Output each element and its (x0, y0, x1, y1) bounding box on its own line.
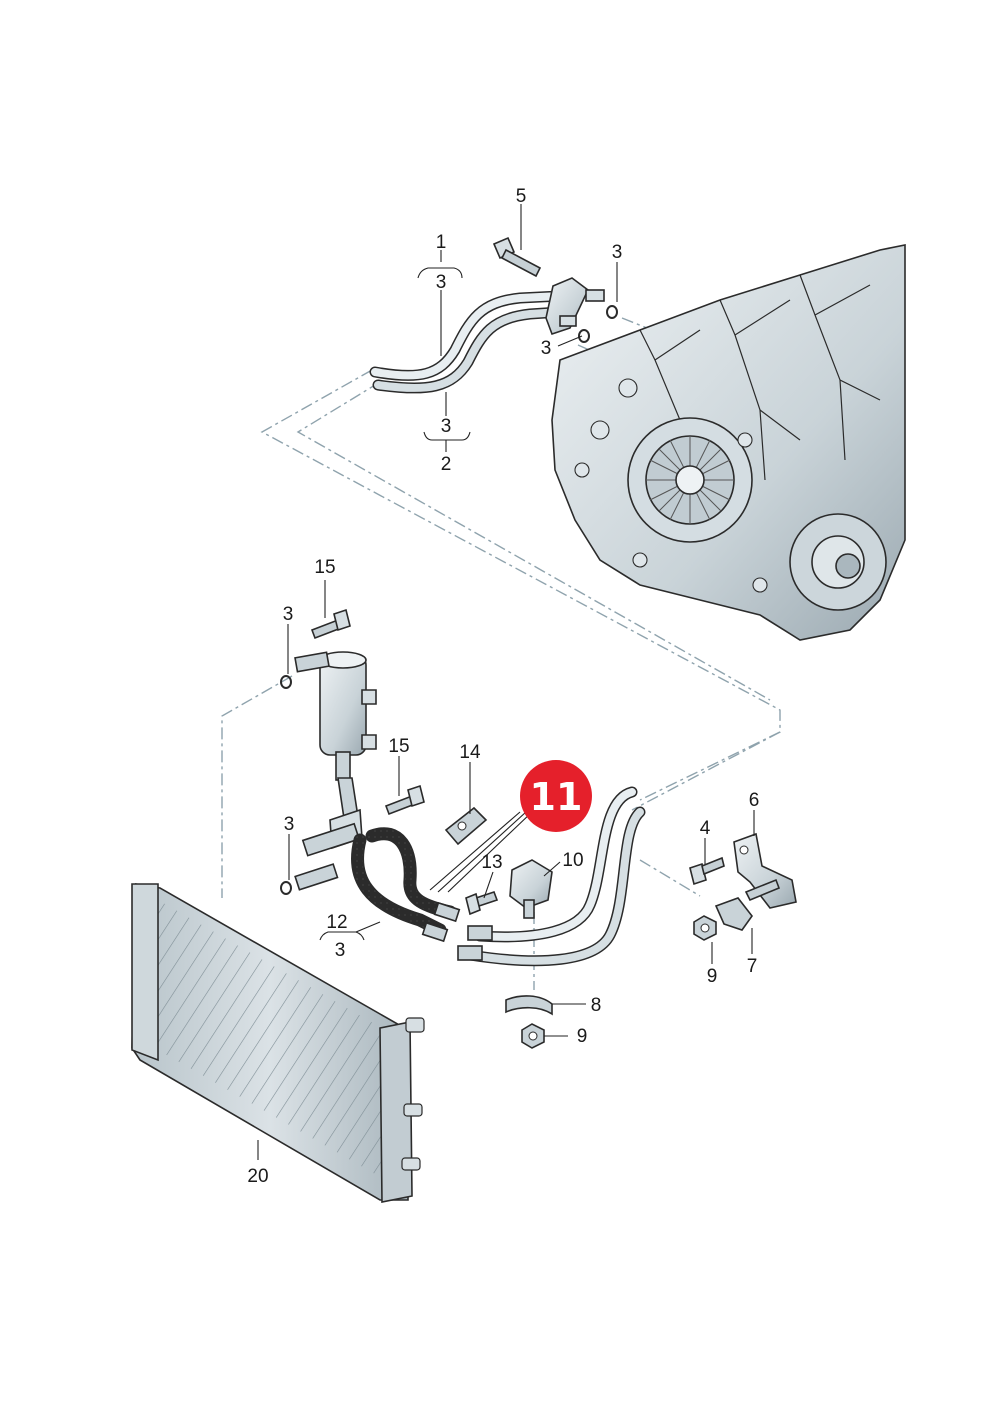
bolt-part-4 (689, 856, 725, 886)
leader-lines (257, 204, 755, 1160)
assembly-guide-lines (221, 317, 781, 990)
callout-12-sub: 3 (335, 940, 346, 961)
coolant-lines-part-11 (457, 786, 646, 967)
callout-9-right: 9 (707, 966, 718, 987)
callout-6: 6 (749, 790, 760, 811)
callout-12: 12 (326, 912, 347, 933)
callout-5: 5 (516, 186, 527, 207)
callout-15-mid: 15 (388, 736, 409, 757)
oil-filter-assembly (294, 651, 377, 891)
callout-3-top-right: 3 (612, 242, 623, 263)
radiator-part-20 (131, 883, 425, 1203)
callout-9-bottom: 9 (577, 1026, 588, 1047)
highlight-circle (520, 760, 592, 832)
callout-3-lower: 3 (284, 814, 295, 835)
clamp-part-10 (509, 859, 553, 919)
highlight-label: 11 (530, 775, 583, 819)
callout-3-left: 3 (283, 604, 294, 625)
bolt-part-15 (310, 608, 425, 816)
callout-labels: 1 3 3 2 5 3 3 15 3 15 14 3 13 10 12 3 6 … (247, 186, 759, 1187)
callout-10: 10 (562, 850, 583, 871)
callout-2: 2 (441, 454, 452, 475)
nut-part-9-right (693, 915, 717, 941)
bolt-part-13 (465, 890, 499, 916)
callout-8: 8 (591, 995, 602, 1016)
bracket-part-6 (733, 832, 797, 909)
callout-1-sub: 3 (436, 272, 447, 293)
bolt-part-5 (492, 236, 542, 278)
bracket-part-8 (505, 995, 553, 1016)
nut-part-9 (521, 1023, 545, 1049)
callout-15-top: 15 (314, 557, 335, 578)
callout-3-mid: 3 (541, 338, 552, 359)
upper-coolant-lines (369, 277, 605, 394)
highlighted-callout-11[interactable]: 11 (520, 760, 592, 832)
o-ring-icon (280, 675, 292, 895)
callout-7: 7 (747, 956, 758, 977)
callout-4: 4 (700, 818, 711, 839)
callout-20: 20 (247, 1166, 268, 1187)
bracket-part-7 (714, 878, 781, 931)
transmission-housing (551, 244, 906, 641)
bracket-part-14 (444, 806, 488, 846)
callout-13: 13 (481, 852, 502, 873)
callout-14: 14 (459, 742, 481, 763)
braided-hoses-part-12 (351, 827, 461, 943)
callout-2-sub: 3 (441, 416, 452, 437)
callout-1: 1 (436, 232, 447, 253)
o-ring-icon (578, 305, 618, 343)
